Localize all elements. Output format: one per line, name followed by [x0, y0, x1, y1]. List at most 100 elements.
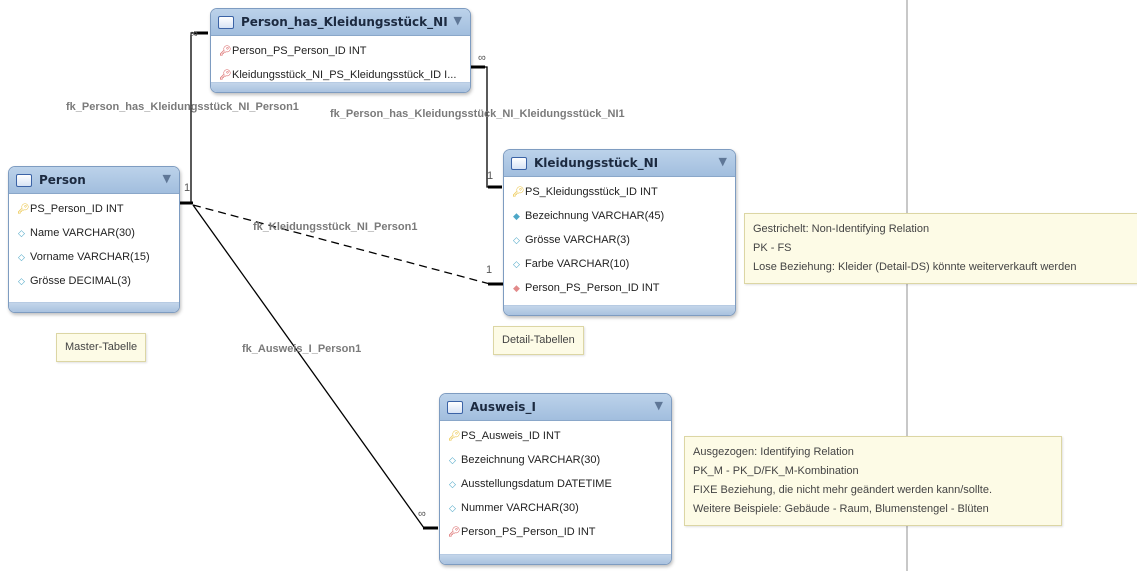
column-row[interactable]: ◇ Bezeichnung VARCHAR(30) — [440, 448, 671, 472]
column-label: PS_Person_ID INT — [30, 203, 124, 215]
connector-kleidung-person — [192, 204, 491, 285]
note-line: Master-Tabelle — [65, 341, 138, 353]
page-divider — [906, 0, 908, 571]
table-footer — [9, 302, 179, 312]
column-label: Ausstellungsdatum DATETIME — [461, 478, 612, 490]
primary-key-icon: 🔑︎ — [17, 203, 30, 215]
attribute-icon: ◇ — [449, 502, 456, 513]
table-header[interactable]: Kleidungsstück_NI ▼ — [504, 150, 735, 177]
connector-person-has-person — [179, 32, 207, 204]
cardinality-one: 1 — [184, 182, 191, 194]
column-row[interactable]: ◆ Person_PS_Person_ID INT — [504, 276, 735, 300]
column-label: Nummer VARCHAR(30) — [461, 502, 579, 514]
foreign-primary-key-icon: 🔑︎ — [219, 45, 232, 57]
column-row[interactable]: ◇ Nummer VARCHAR(30) — [440, 496, 671, 520]
table-title: Kleidungsstück_NI — [534, 156, 659, 170]
column-row[interactable]: 🔑︎ PS_Person_ID INT — [9, 197, 179, 221]
column-row[interactable]: 🔑︎ PS_Ausweis_ID INT — [440, 424, 671, 448]
column-label: Bezeichnung VARCHAR(30) — [461, 454, 601, 466]
table-kleidungsstueck[interactable]: Kleidungsstück_NI ▼ 🔑︎ PS_Kleidungsstück… — [503, 149, 736, 316]
table-header[interactable]: Ausweis_I ▼ — [440, 394, 671, 421]
attribute-icon: ◇ — [449, 478, 456, 489]
collapse-arrow-icon[interactable]: ▼ — [718, 155, 727, 168]
column-label: PS_Ausweis_ID INT — [461, 430, 561, 442]
foreign-primary-key-icon: 🔑︎ — [219, 69, 232, 81]
collapse-arrow-icon[interactable]: ▼ — [453, 14, 462, 27]
column-row[interactable]: ◇ Vorname VARCHAR(15) — [9, 245, 179, 269]
collapse-arrow-icon[interactable]: ▼ — [162, 172, 171, 185]
attribute-icon: ◆ — [513, 210, 520, 221]
relationship-label-ausweis-person[interactable]: fk_Ausweis_I_Person1 — [242, 343, 362, 355]
column-row[interactable]: ◆ Bezeichnung VARCHAR(45) — [504, 204, 735, 228]
table-icon — [511, 156, 527, 170]
note-line: Ausgezogen: Identifying Relation — [693, 446, 854, 458]
column-row[interactable]: 🔑︎ PS_Kleidungsstück_ID INT — [504, 180, 735, 204]
column-row[interactable]: ◇ Grösse DECIMAL(3) — [9, 269, 179, 293]
attribute-icon: ◇ — [18, 251, 25, 262]
primary-key-icon: 🔑︎ — [512, 186, 525, 198]
column-label: Grösse DECIMAL(3) — [30, 275, 131, 287]
column-row[interactable]: 🔑︎ Kleidungsstück_NI_PS_Kleidungsstück_I… — [211, 63, 470, 87]
note-line: PK_M - PK_D/FK_M-Kombination — [693, 465, 859, 477]
column-row[interactable]: 🔑︎ Person_PS_Person_ID INT — [211, 39, 470, 63]
column-label: Grösse VARCHAR(3) — [525, 234, 630, 246]
cardinality-many: ∞ — [418, 508, 426, 520]
table-icon — [218, 15, 234, 29]
master-table-label[interactable]: Master-Tabelle — [56, 333, 147, 362]
column-label: PS_Kleidungsstück_ID INT — [525, 186, 658, 198]
column-row[interactable]: 🔑︎ Person_PS_Person_ID INT — [440, 520, 671, 544]
table-footer — [440, 554, 671, 564]
relationship-label-person-has-kleidung[interactable]: fk_Person_has_Kleidungsstück_NI_Kleidung… — [330, 108, 625, 120]
table-title: Person_has_Kleidungsstück_NI — [241, 15, 448, 29]
column-label: Person_PS_Person_ID INT — [232, 45, 367, 57]
column-row[interactable]: ◇ Name VARCHAR(30) — [9, 221, 179, 245]
connector-person-has-kleidung — [471, 66, 501, 188]
cardinality-many: ∞ — [190, 28, 198, 40]
note-solid-relation[interactable]: Ausgezogen: Identifying Relation PK_M - … — [684, 436, 1062, 526]
table-header[interactable]: Person ▼ — [9, 167, 179, 194]
cardinality-many: ∞ — [478, 52, 486, 64]
table-title: Ausweis_I — [470, 400, 536, 414]
table-footer — [211, 82, 470, 92]
column-label: Kleidungsstück_NI_PS_Kleidungsstück_ID I… — [232, 69, 457, 81]
note-line: Gestrichelt: Non-Identifying Relation — [753, 223, 930, 235]
column-label: Bezeichnung VARCHAR(45) — [525, 210, 665, 222]
table-person-has-kleidungsstueck[interactable]: Person_has_Kleidungsstück_NI ▼ 🔑︎ Person… — [210, 8, 471, 93]
attribute-icon: ◇ — [18, 227, 25, 238]
relationship-label-kleidung-person[interactable]: fk_Kleidungsstück_NI_Person1 — [253, 221, 418, 233]
foreign-primary-key-icon: 🔑︎ — [448, 526, 461, 538]
column-row[interactable]: ◇ Grösse VARCHAR(3) — [504, 228, 735, 252]
table-footer — [504, 305, 735, 315]
primary-key-icon: 🔑︎ — [448, 430, 461, 442]
note-line: Weitere Beispiele: Gebäude - Raum, Blume… — [693, 503, 989, 515]
table-header[interactable]: Person_has_Kleidungsstück_NI ▼ — [211, 9, 470, 36]
column-label: Vorname VARCHAR(15) — [30, 251, 150, 263]
attribute-icon: ◇ — [513, 258, 520, 269]
column-row[interactable]: ◇ Ausstellungsdatum DATETIME — [440, 472, 671, 496]
note-line: PK - FS — [753, 242, 792, 254]
column-label: Person_PS_Person_ID INT — [461, 526, 596, 538]
note-line: Detail-Tabellen — [502, 334, 575, 346]
table-title: Person — [39, 173, 86, 187]
collapse-arrow-icon[interactable]: ▼ — [654, 399, 663, 412]
attribute-icon: ◇ — [449, 454, 456, 465]
table-icon — [447, 400, 463, 414]
note-dashed-relation[interactable]: Gestrichelt: Non-Identifying Relation PK… — [744, 213, 1137, 284]
table-icon — [16, 173, 32, 187]
attribute-icon: ◇ — [18, 275, 25, 286]
attribute-icon: ◇ — [513, 234, 520, 245]
foreign-key-attribute-icon: ◆ — [513, 282, 520, 293]
relationship-label-person-has-person[interactable]: fk_Person_has_Kleidungsstück_NI_Person1 — [66, 101, 299, 113]
table-ausweis[interactable]: Ausweis_I ▼ 🔑︎ PS_Ausweis_ID INT ◇ Bezei… — [439, 393, 672, 565]
column-row[interactable]: ◇ Farbe VARCHAR(10) — [504, 252, 735, 276]
note-line: Lose Beziehung: Kleider (Detail-DS) könn… — [753, 261, 1077, 273]
column-label: Person_PS_Person_ID INT — [525, 282, 660, 294]
column-label: Name VARCHAR(30) — [30, 227, 135, 239]
connector-ausweis-person — [192, 204, 425, 529]
note-line: FIXE Beziehung, die nicht mehr geändert … — [693, 484, 993, 496]
table-person[interactable]: Person ▼ 🔑︎ PS_Person_ID INT ◇ Name VARC… — [8, 166, 180, 313]
cardinality-one: 1 — [487, 170, 494, 182]
column-label: Farbe VARCHAR(10) — [525, 258, 630, 270]
detail-tables-label[interactable]: Detail-Tabellen — [493, 326, 584, 355]
